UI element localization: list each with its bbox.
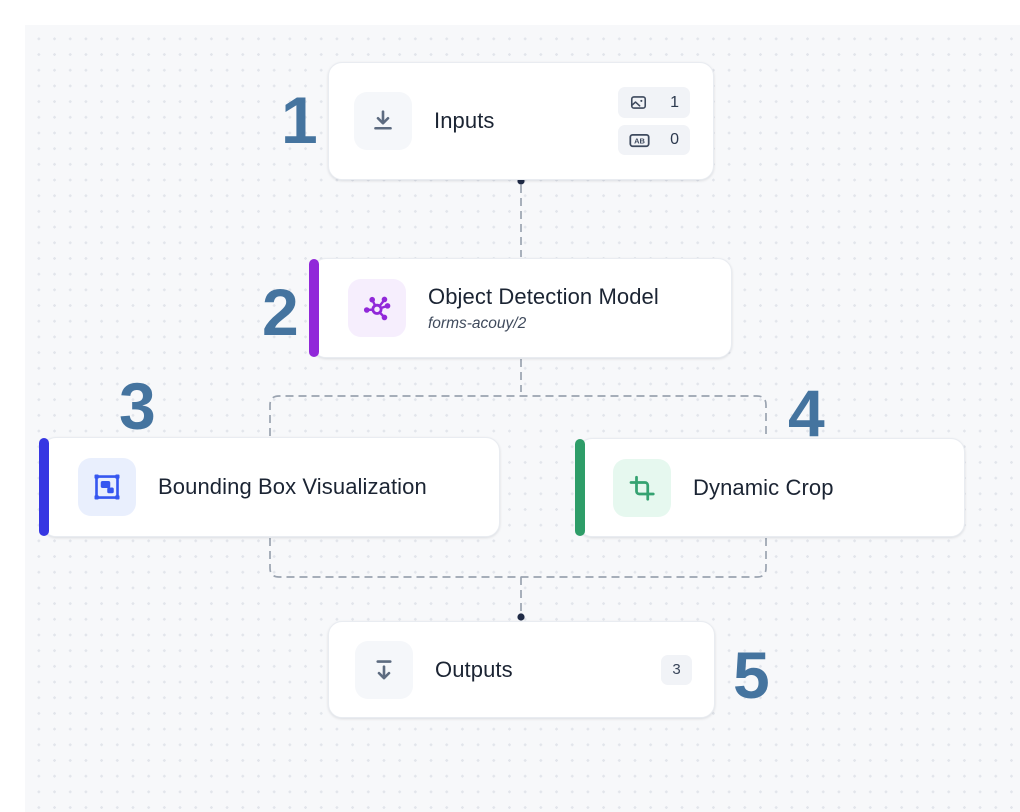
outputs-count-badge: 3 [661, 654, 692, 685]
step-number-5: 5 [733, 638, 770, 712]
step-number-4: 4 [788, 376, 825, 450]
download-arrow-icon [355, 640, 413, 699]
model-id-label: forms-acouy/2 [428, 314, 527, 332]
node-bounding-box-visualization[interactable]: Bounding Box Visualization [39, 437, 500, 537]
bbox-accent-bar [39, 438, 49, 536]
node-title-model: Object Detection Model [428, 283, 659, 309]
svg-text:AB: AB [634, 136, 645, 145]
parameter-count-badge: AB 0 [618, 125, 690, 155]
node-object-detection-model[interactable]: Object Detection Model forms-acouy/2 [309, 258, 732, 358]
inputs-badge-column: 1 AB 0 [618, 87, 690, 155]
model-accent-bar [309, 259, 319, 357]
crop-accent-bar [575, 439, 585, 536]
node-title-inputs: Inputs [434, 108, 495, 133]
download-tray-icon [354, 92, 412, 150]
step-number-1: 1 [281, 83, 318, 157]
crop-icon [613, 458, 671, 517]
image-count-badge: 1 [618, 87, 690, 118]
node-title-bbox: Bounding Box Visualization [158, 474, 427, 499]
node-dynamic-crop[interactable]: Dynamic Crop [575, 438, 965, 537]
step-number-3: 3 [119, 369, 156, 443]
text-parameter-icon: AB [629, 133, 650, 147]
image-count: 1 [670, 93, 679, 111]
parameter-count: 0 [670, 131, 679, 148]
network-graph-icon [348, 279, 406, 337]
step-number-2: 2 [262, 275, 299, 349]
node-outputs[interactable]: Outputs 3 [328, 621, 715, 718]
node-title-outputs: Outputs [435, 656, 513, 682]
node-inputs[interactable]: Inputs 1 AB 0 [328, 62, 714, 180]
bounding-box-icon [78, 458, 136, 516]
image-icon [630, 96, 647, 109]
node-title-crop: Dynamic Crop [693, 474, 834, 500]
